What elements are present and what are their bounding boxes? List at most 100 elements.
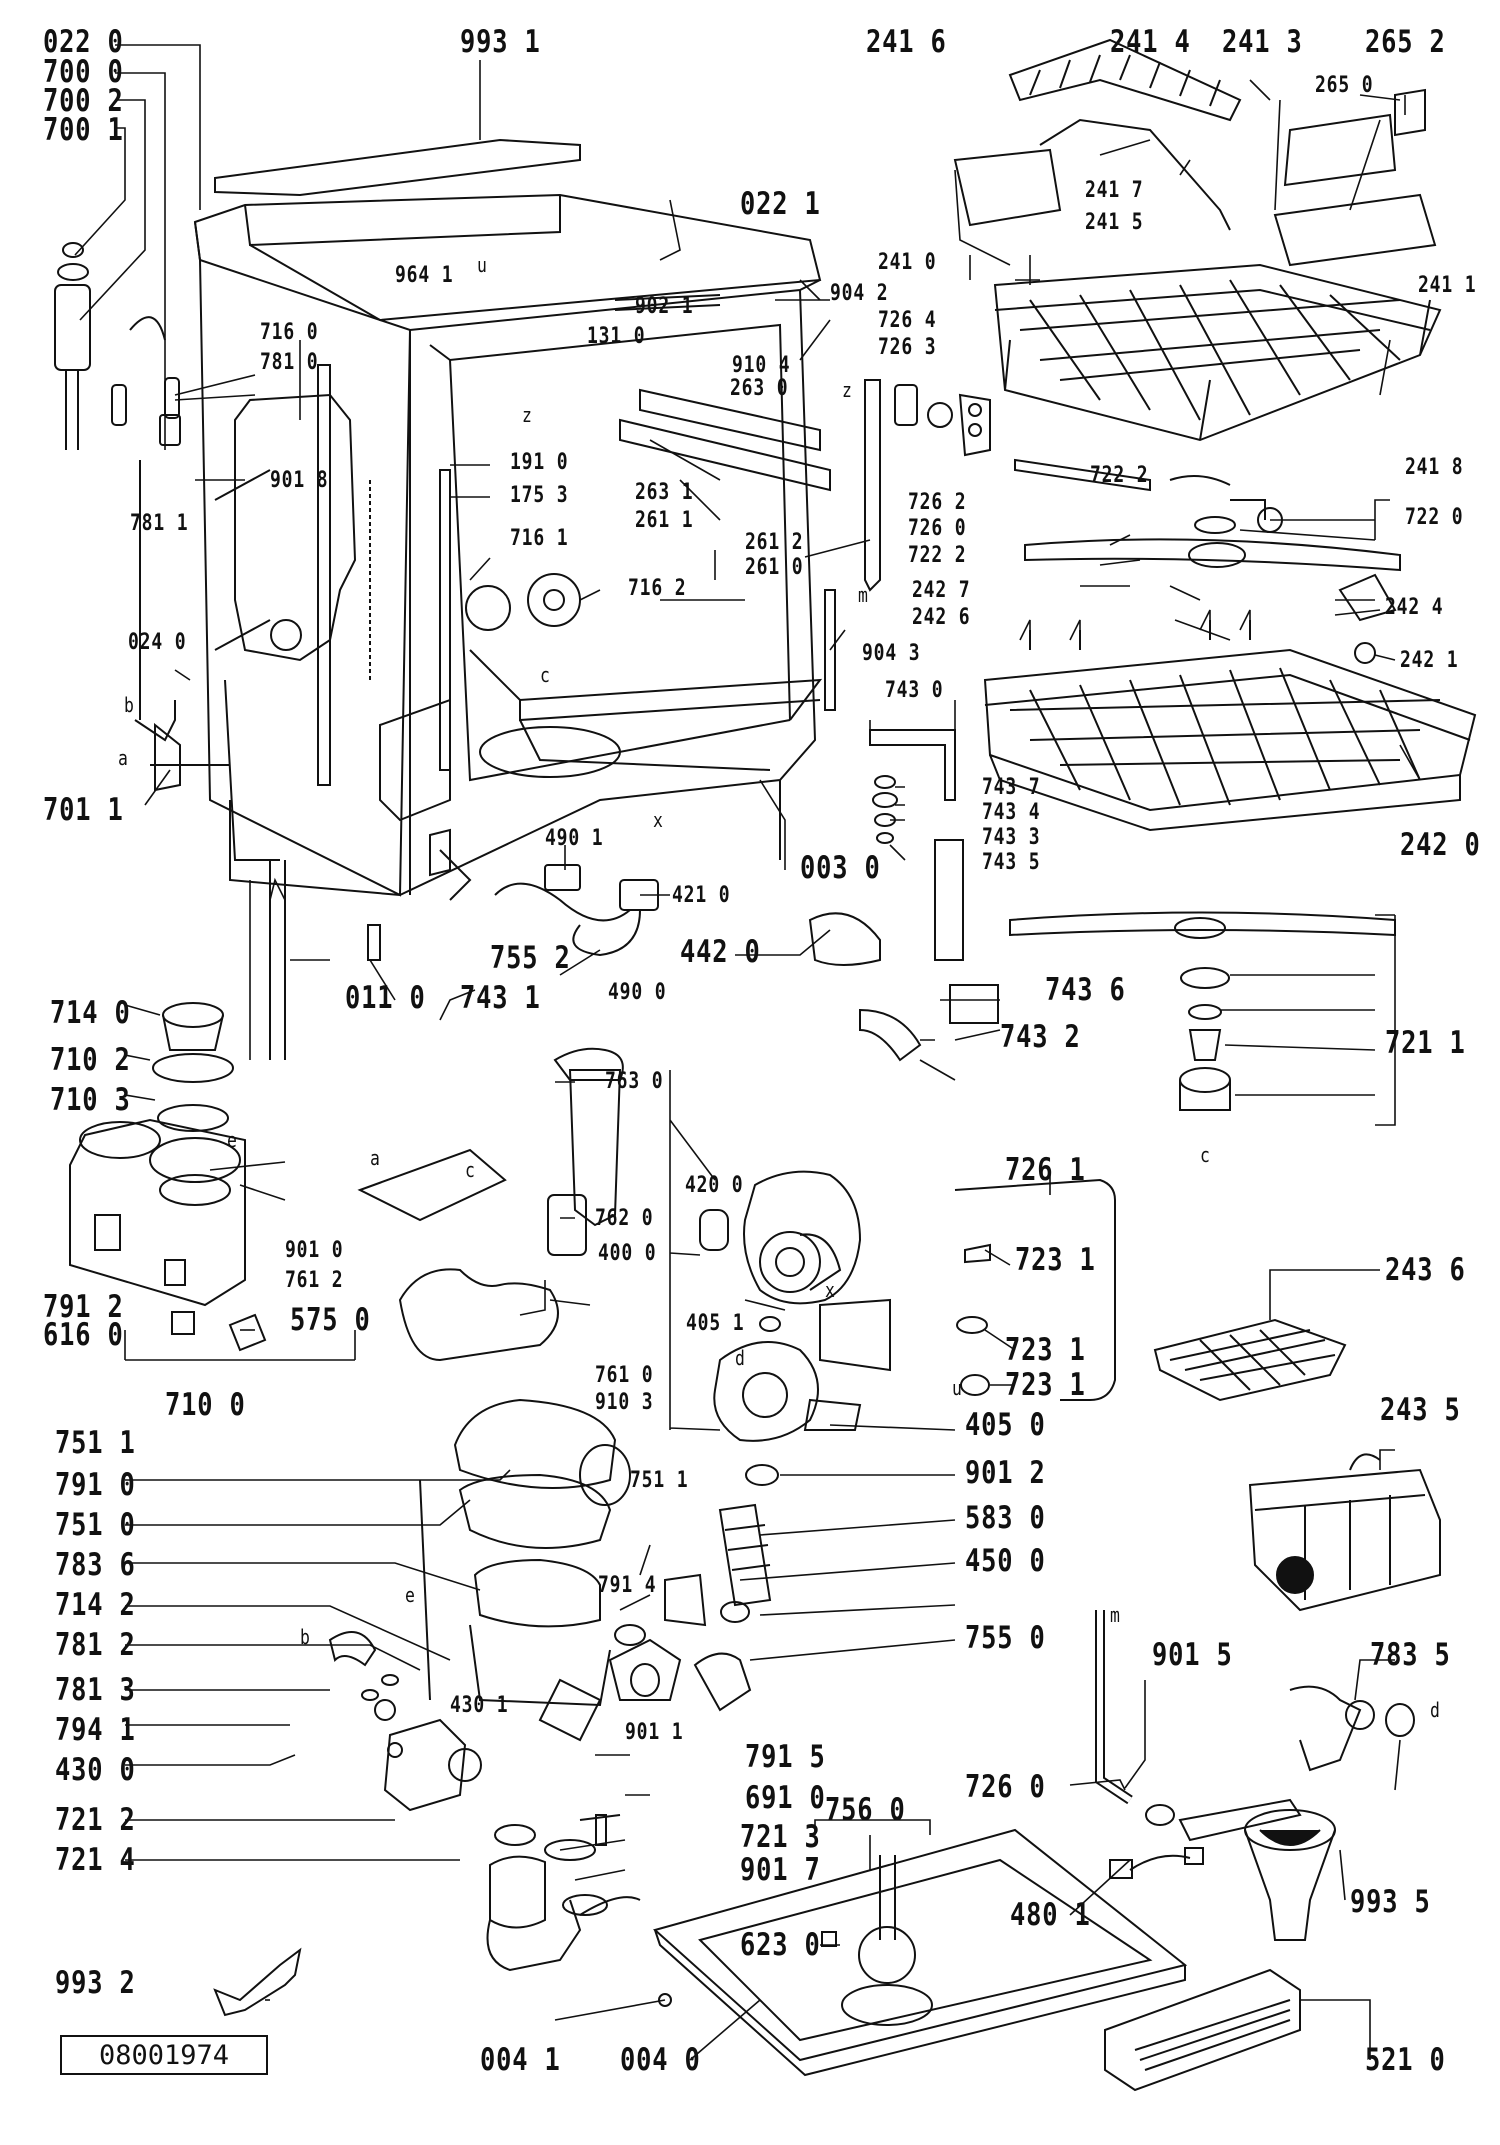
part-label: 993 1 [460, 24, 541, 60]
part-label: 910 4 [732, 353, 791, 378]
part-label: 723 1 [1005, 1367, 1086, 1403]
part-label: 450 0 [965, 1543, 1046, 1579]
part-label: 024 0 [128, 630, 187, 655]
part-label: 243 6 [1385, 1252, 1466, 1288]
part-label: 910 3 [595, 1390, 654, 1415]
connector-letter: e [227, 1128, 238, 1152]
part-label: 762 0 [595, 1206, 654, 1231]
part-label: 743 4 [982, 800, 1041, 825]
part-label: 761 2 [285, 1268, 344, 1293]
connector-letter: c [465, 1158, 476, 1182]
left-valve-parts [54, 242, 181, 792]
part-label: 261 0 [745, 555, 804, 580]
part-label: 263 0 [730, 376, 789, 401]
part-label: 623 0 [740, 1927, 821, 1963]
part-label: 964 1 [395, 263, 454, 288]
cutlery-basket [1248, 1453, 1441, 1612]
connector-letter: c [540, 663, 551, 687]
part-label: 743 7 [982, 775, 1041, 800]
part-label: 265 2 [1365, 24, 1446, 60]
part-label: 701 1 [43, 792, 124, 828]
connector-letter: x [653, 808, 664, 832]
part-label: 781 1 [130, 511, 189, 536]
part-label: 261 1 [635, 508, 694, 533]
base-pan [652, 1828, 1188, 2077]
part-label: 743 3 [982, 825, 1041, 850]
part-label: 721 2 [55, 1802, 136, 1838]
part-label: 716 0 [260, 320, 319, 345]
part-label: 242 7 [912, 578, 971, 603]
water-softener-bracket [808, 729, 999, 1062]
connector-letter: a [118, 746, 129, 770]
part-label: 700 2 [43, 83, 124, 119]
part-label: 726 0 [965, 1769, 1046, 1805]
part-label: 901 7 [740, 1852, 821, 1888]
part-label: 993 2 [55, 1965, 136, 2001]
connector-letter: z [842, 378, 853, 402]
top-cover-plate [214, 138, 581, 197]
part-label: 022 1 [740, 186, 821, 222]
part-label: 781 2 [55, 1627, 136, 1663]
part-label: 902 1 [635, 294, 694, 319]
part-label: 710 3 [50, 1082, 131, 1118]
part-label: 751 0 [55, 1507, 136, 1543]
part-label: 575 0 [290, 1302, 371, 1338]
part-label: 721 3 [740, 1819, 821, 1855]
connector-letter: c [1200, 1143, 1211, 1167]
circulation-pump [630, 1170, 891, 1712]
part-label: 791 4 [598, 1573, 657, 1598]
part-label: 241 1 [1418, 273, 1477, 298]
part-label: 003 0 [800, 850, 881, 886]
part-label: 722 2 [1090, 463, 1149, 488]
part-label: 743 2 [1000, 1019, 1081, 1055]
part-label: 726 1 [1005, 1152, 1086, 1188]
part-label: 783 6 [55, 1547, 136, 1583]
part-label: 241 0 [878, 250, 937, 275]
part-label: 901 8 [270, 468, 329, 493]
part-label: 743 6 [1045, 972, 1126, 1008]
part-label: 420 0 [685, 1173, 744, 1198]
grid-tray [1153, 1318, 1347, 1402]
drain-pump [328, 1631, 641, 1972]
part-label: 751 1 [630, 1468, 689, 1493]
part-label: 242 4 [1385, 595, 1444, 620]
part-label: 241 5 [1085, 210, 1144, 235]
part-label: 242 1 [1400, 648, 1459, 673]
part-label: 791 0 [55, 1467, 136, 1503]
part-label: 714 0 [50, 995, 131, 1031]
part-label: 722 0 [1405, 505, 1464, 530]
part-label: 710 0 [165, 1387, 246, 1423]
part-label: 904 2 [830, 281, 889, 306]
part-label: 700 1 [43, 112, 124, 148]
cabinet-frame [150, 193, 836, 1060]
part-label: 700 0 [43, 54, 124, 90]
connector-letter: d [735, 1346, 746, 1370]
part-label: 743 5 [982, 850, 1041, 875]
part-label: 716 1 [510, 526, 569, 551]
part-label: 716 2 [628, 576, 687, 601]
connector-letter: x [825, 1278, 836, 1302]
part-label: 265 0 [1315, 73, 1374, 98]
part-label: 743 0 [885, 678, 944, 703]
part-label: 723 1 [1015, 1242, 1096, 1278]
part-label: 726 0 [908, 516, 967, 541]
connector-marks [249, 255, 1251, 1060]
rack-rail-mechanism [864, 379, 991, 592]
part-label: 241 7 [1085, 178, 1144, 203]
part-label: 721 1 [1385, 1025, 1466, 1061]
connector-letter: u [952, 1376, 963, 1400]
part-label: 521 0 [1365, 2042, 1446, 2078]
part-label: 405 1 [686, 1311, 745, 1336]
wrench-tool [213, 1947, 302, 2017]
part-label: 022 0 [43, 24, 124, 60]
part-label: 791 2 [43, 1289, 124, 1325]
part-label: 241 6 [866, 24, 947, 60]
connector-letter: b [124, 693, 135, 717]
part-label: 761 0 [595, 1363, 654, 1388]
part-label: 241 3 [1222, 24, 1303, 60]
part-label: 490 0 [608, 980, 667, 1005]
part-label: 241 4 [1110, 24, 1191, 60]
part-label: 241 8 [1405, 455, 1464, 480]
part-label: 400 0 [598, 1241, 657, 1266]
